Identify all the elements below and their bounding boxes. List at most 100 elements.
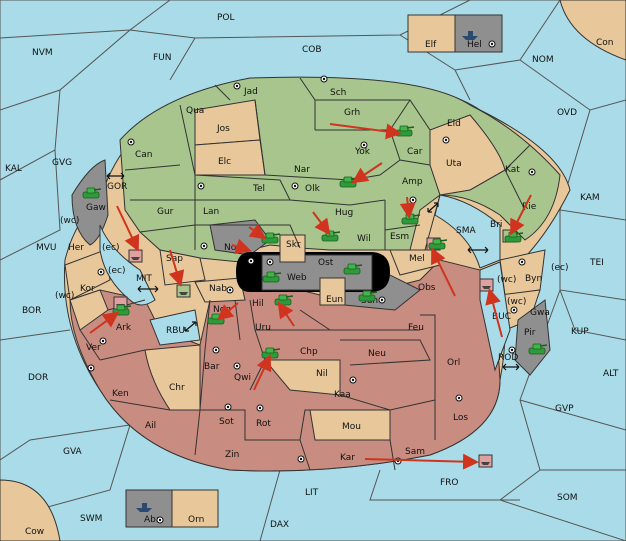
label-nar: Nar bbox=[294, 165, 310, 175]
supply-center-icon bbox=[200, 242, 208, 250]
label-esm: Esm bbox=[390, 232, 409, 242]
coast-marker: (ec) bbox=[102, 243, 120, 253]
sea-label-ovd: OVD bbox=[557, 108, 577, 118]
ship-icon[interactable] bbox=[479, 278, 494, 292]
label-rie: Rie bbox=[522, 202, 537, 212]
province-skr-top[interactable] bbox=[279, 234, 306, 263]
ship-icon[interactable] bbox=[176, 284, 191, 298]
lake-rbu[interactable] bbox=[149, 309, 201, 346]
label-her: Her bbox=[68, 243, 84, 253]
label-gwa: Gwa bbox=[530, 308, 550, 318]
label-sap: Sap bbox=[166, 254, 183, 264]
label-hil: Hil bbox=[252, 299, 264, 309]
label-grh: Grh bbox=[344, 108, 360, 118]
label-olk: Olk bbox=[305, 184, 321, 194]
sea-label-gvp: GVP bbox=[555, 404, 574, 414]
sea-label-swm: SWM bbox=[80, 514, 102, 524]
supply-center-icon bbox=[508, 346, 516, 354]
label-elf: Elf bbox=[425, 40, 437, 50]
label-hug: Hug bbox=[335, 208, 353, 218]
label-gor: GOR bbox=[107, 182, 127, 192]
coast-marker: (ec) bbox=[551, 263, 569, 273]
label-ken: Ken bbox=[112, 389, 129, 399]
label-sam: Sam bbox=[405, 447, 425, 457]
supply-center-icon bbox=[528, 168, 536, 176]
label-ver: Ver bbox=[86, 343, 101, 353]
label-obs: Obs bbox=[418, 283, 436, 293]
supply-center-icon bbox=[360, 141, 368, 149]
supply-center-icon bbox=[378, 296, 386, 304]
province-pir[interactable] bbox=[514, 299, 551, 376]
supply-center-icon bbox=[510, 306, 518, 314]
supply-center-icon bbox=[224, 403, 232, 411]
ship-icon[interactable] bbox=[136, 503, 152, 512]
province-eun-top[interactable] bbox=[319, 277, 346, 306]
lake-mit[interactable] bbox=[99, 224, 156, 306]
sea-label-con: Con bbox=[596, 38, 614, 48]
label-jos: Jos bbox=[216, 124, 230, 134]
province-her[interactable] bbox=[64, 249, 111, 301]
sea-label-gva: GVA bbox=[63, 447, 83, 457]
sea-label-nvm: NVM bbox=[32, 48, 53, 58]
province-orn[interactable] bbox=[171, 489, 219, 528]
label-gur: Gur bbox=[157, 207, 174, 217]
supply-center-icon bbox=[320, 75, 328, 83]
label-kor: Kor bbox=[80, 284, 95, 294]
ship-icon[interactable] bbox=[478, 454, 493, 468]
ship-icon[interactable] bbox=[128, 249, 143, 263]
sea-label-kam: KAM bbox=[580, 193, 600, 203]
sea-label-tei: TEI bbox=[589, 258, 604, 268]
label-neu: Neu bbox=[368, 349, 386, 359]
label-elc: Elc bbox=[218, 157, 231, 167]
label-qwi: Qwi bbox=[234, 373, 251, 383]
order-arrows bbox=[89, 123, 532, 470]
label-rbu: RBU bbox=[166, 326, 185, 336]
sea-label-dor: DOR bbox=[28, 373, 48, 383]
province-chr[interactable] bbox=[144, 344, 201, 411]
ship-icon[interactable] bbox=[462, 31, 478, 40]
label-lan: Lan bbox=[203, 207, 219, 217]
supply-center-icon bbox=[127, 138, 135, 146]
label-car: Car bbox=[407, 147, 423, 157]
label-bri: Bri bbox=[490, 220, 502, 230]
sea-label-som: SOM bbox=[557, 493, 578, 503]
supply-center-icon bbox=[442, 136, 450, 144]
supply-center-icon bbox=[233, 82, 241, 90]
label-nil: Nil bbox=[316, 369, 328, 379]
province-nab[interactable] bbox=[194, 277, 246, 303]
coast-marker: (wc) bbox=[497, 275, 516, 285]
label-wil: Wil bbox=[357, 234, 371, 244]
label-byn: Byn bbox=[525, 274, 542, 284]
label-eun: Eun bbox=[326, 295, 343, 305]
sea-label-dax: DAX bbox=[270, 520, 289, 530]
label-jad: Jad bbox=[243, 87, 258, 97]
supply-center-icon bbox=[97, 268, 105, 276]
label-uru: Uru bbox=[255, 323, 271, 333]
province-elf[interactable] bbox=[407, 14, 456, 53]
label-nab: Nab bbox=[209, 284, 227, 294]
label-ark: Ark bbox=[116, 323, 132, 333]
supply-center-icon bbox=[266, 258, 274, 266]
supply-center-icon bbox=[87, 364, 95, 372]
coast-marker: (wc) bbox=[55, 291, 74, 301]
coast-markers: (wc) (ec) (ec) (wc) (wc) (ec) (wc) bbox=[55, 216, 569, 307]
supply-center-icon bbox=[349, 376, 357, 384]
supply-center-icon bbox=[455, 394, 463, 402]
label-kaa: Kaa bbox=[334, 390, 351, 400]
supply-center-icon bbox=[197, 182, 205, 190]
label-pir: Pir bbox=[524, 328, 536, 338]
label-mou: Mou bbox=[342, 422, 361, 432]
label-rod: ROD bbox=[498, 353, 518, 363]
sea-label-nom: NOM bbox=[532, 55, 554, 65]
supply-center-icon bbox=[99, 337, 107, 345]
label-orn: Orn bbox=[188, 515, 204, 525]
label-bar: Bar bbox=[204, 362, 220, 372]
label-tel: Tel bbox=[252, 184, 265, 194]
label-sch: Sch bbox=[330, 88, 346, 98]
label-hel: Hel bbox=[467, 40, 482, 50]
label-uta: Uta bbox=[446, 159, 462, 169]
province-uta[interactable] bbox=[429, 114, 506, 196]
sea-label-pol: POL bbox=[217, 13, 235, 23]
label-kat: Kat bbox=[505, 165, 520, 175]
